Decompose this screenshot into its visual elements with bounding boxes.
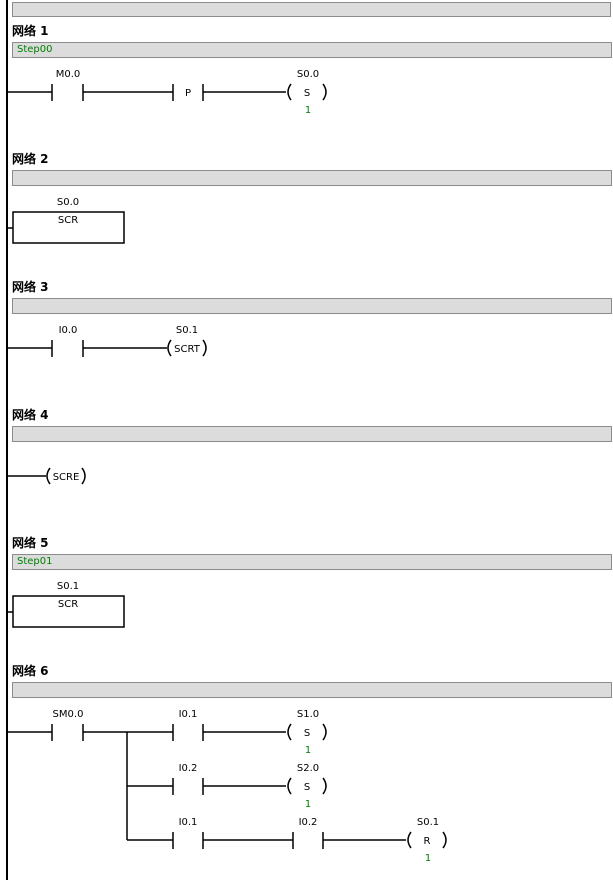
n6-b3-contact2-label[interactable]: I0.2 — [299, 817, 318, 828]
n5-box-addr[interactable]: S0.1 — [57, 581, 79, 592]
network-title-3: 网络 3 — [12, 280, 49, 294]
n6-b1-coil-op[interactable]: S — [304, 728, 310, 739]
coil-n6-b3 — [407, 831, 447, 849]
network-title-6: 网络 6 — [12, 664, 49, 678]
n6-b1-coil-number[interactable]: 1 — [305, 745, 311, 756]
n5-box-label: SCR — [58, 599, 78, 610]
scr-box-n5[interactable] — [12, 595, 125, 628]
n4-coil-op[interactable]: SCRE — [53, 472, 80, 483]
n2-box-label: SCR — [58, 215, 78, 226]
labels: M0.0 P S0.0 S 1 S0.0 SCR I0.0 S0.1 SCRT … — [53, 69, 440, 864]
scr-box-n2[interactable] — [12, 211, 125, 244]
n6-b3-coil-number[interactable]: 1 — [425, 853, 431, 864]
n3-coil-op[interactable]: SCRT — [174, 344, 201, 355]
coil-n4 — [46, 467, 86, 485]
n6-b1-coil-addr[interactable]: S1.0 — [297, 709, 319, 720]
n6-main-contact-label[interactable]: SM0.0 — [53, 709, 84, 720]
top-comment-bar[interactable] — [12, 2, 611, 17]
network-comment-2[interactable] — [12, 170, 612, 186]
n6-b2-contact-label[interactable]: I0.2 — [179, 763, 198, 774]
network-title-2: 网络 2 — [12, 152, 49, 166]
n6-b1-contact-label[interactable]: I0.1 — [179, 709, 198, 720]
coil-n6-b2 — [287, 777, 327, 795]
coil-brackets — [46, 83, 447, 849]
n1-coil-op[interactable]: S — [304, 88, 310, 99]
coil-n3 — [167, 339, 207, 357]
n6-b2-coil-number[interactable]: 1 — [305, 799, 311, 810]
n2-box-addr[interactable]: S0.0 — [57, 197, 79, 208]
n6-b2-coil-addr[interactable]: S2.0 — [297, 763, 319, 774]
coil-n1 — [287, 83, 327, 101]
wires — [8, 84, 406, 849]
network-title-1: 网络 1 — [12, 24, 49, 38]
network-comment-6[interactable] — [12, 682, 612, 698]
n6-b3-coil-op[interactable]: R — [424, 836, 431, 847]
network-comment-4[interactable] — [12, 426, 612, 442]
n3-contact-label[interactable]: I0.0 — [59, 325, 78, 336]
coil-n6-b1 — [287, 723, 327, 741]
network-title-4: 网络 4 — [12, 408, 49, 422]
n1-coil-addr[interactable]: S0.0 — [297, 69, 319, 80]
n1-p-label[interactable]: P — [185, 88, 191, 99]
n6-b3-coil-addr[interactable]: S0.1 — [417, 817, 439, 828]
n3-coil-addr[interactable]: S0.1 — [176, 325, 198, 336]
left-power-rail — [6, 0, 8, 880]
n6-b3-contact1-label[interactable]: I0.1 — [179, 817, 198, 828]
network-comment-1[interactable]: Step00 — [12, 42, 612, 58]
network-title-5: 网络 5 — [12, 536, 49, 550]
network-comment-5[interactable]: Step01 — [12, 554, 612, 570]
network-comment-3[interactable] — [12, 298, 612, 314]
n1-contact-label[interactable]: M0.0 — [56, 69, 81, 80]
n1-coil-number[interactable]: 1 — [305, 105, 311, 116]
n6-b2-coil-op[interactable]: S — [304, 782, 310, 793]
